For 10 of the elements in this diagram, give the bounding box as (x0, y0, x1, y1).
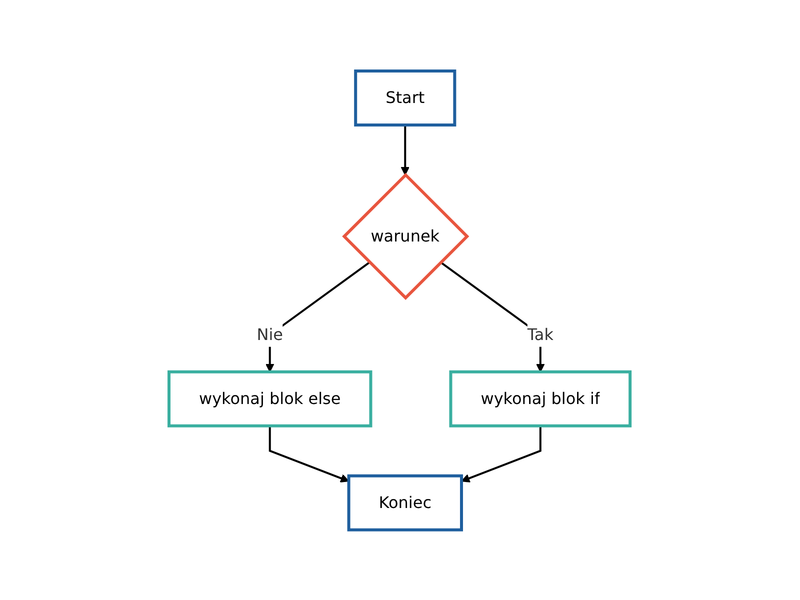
node-box: Start (354, 69, 457, 126)
edge-label: Nie (257, 324, 284, 344)
node-box: wykonaj blok else (168, 370, 373, 427)
arrow (401, 124, 410, 175)
node-diamond: warunek (342, 172, 470, 300)
node-box: Koniec (348, 474, 464, 531)
arrow (269, 425, 350, 482)
node-box: wykonaj blok if (450, 370, 632, 427)
arrow (462, 425, 542, 482)
edge-label: Tak (528, 324, 554, 344)
